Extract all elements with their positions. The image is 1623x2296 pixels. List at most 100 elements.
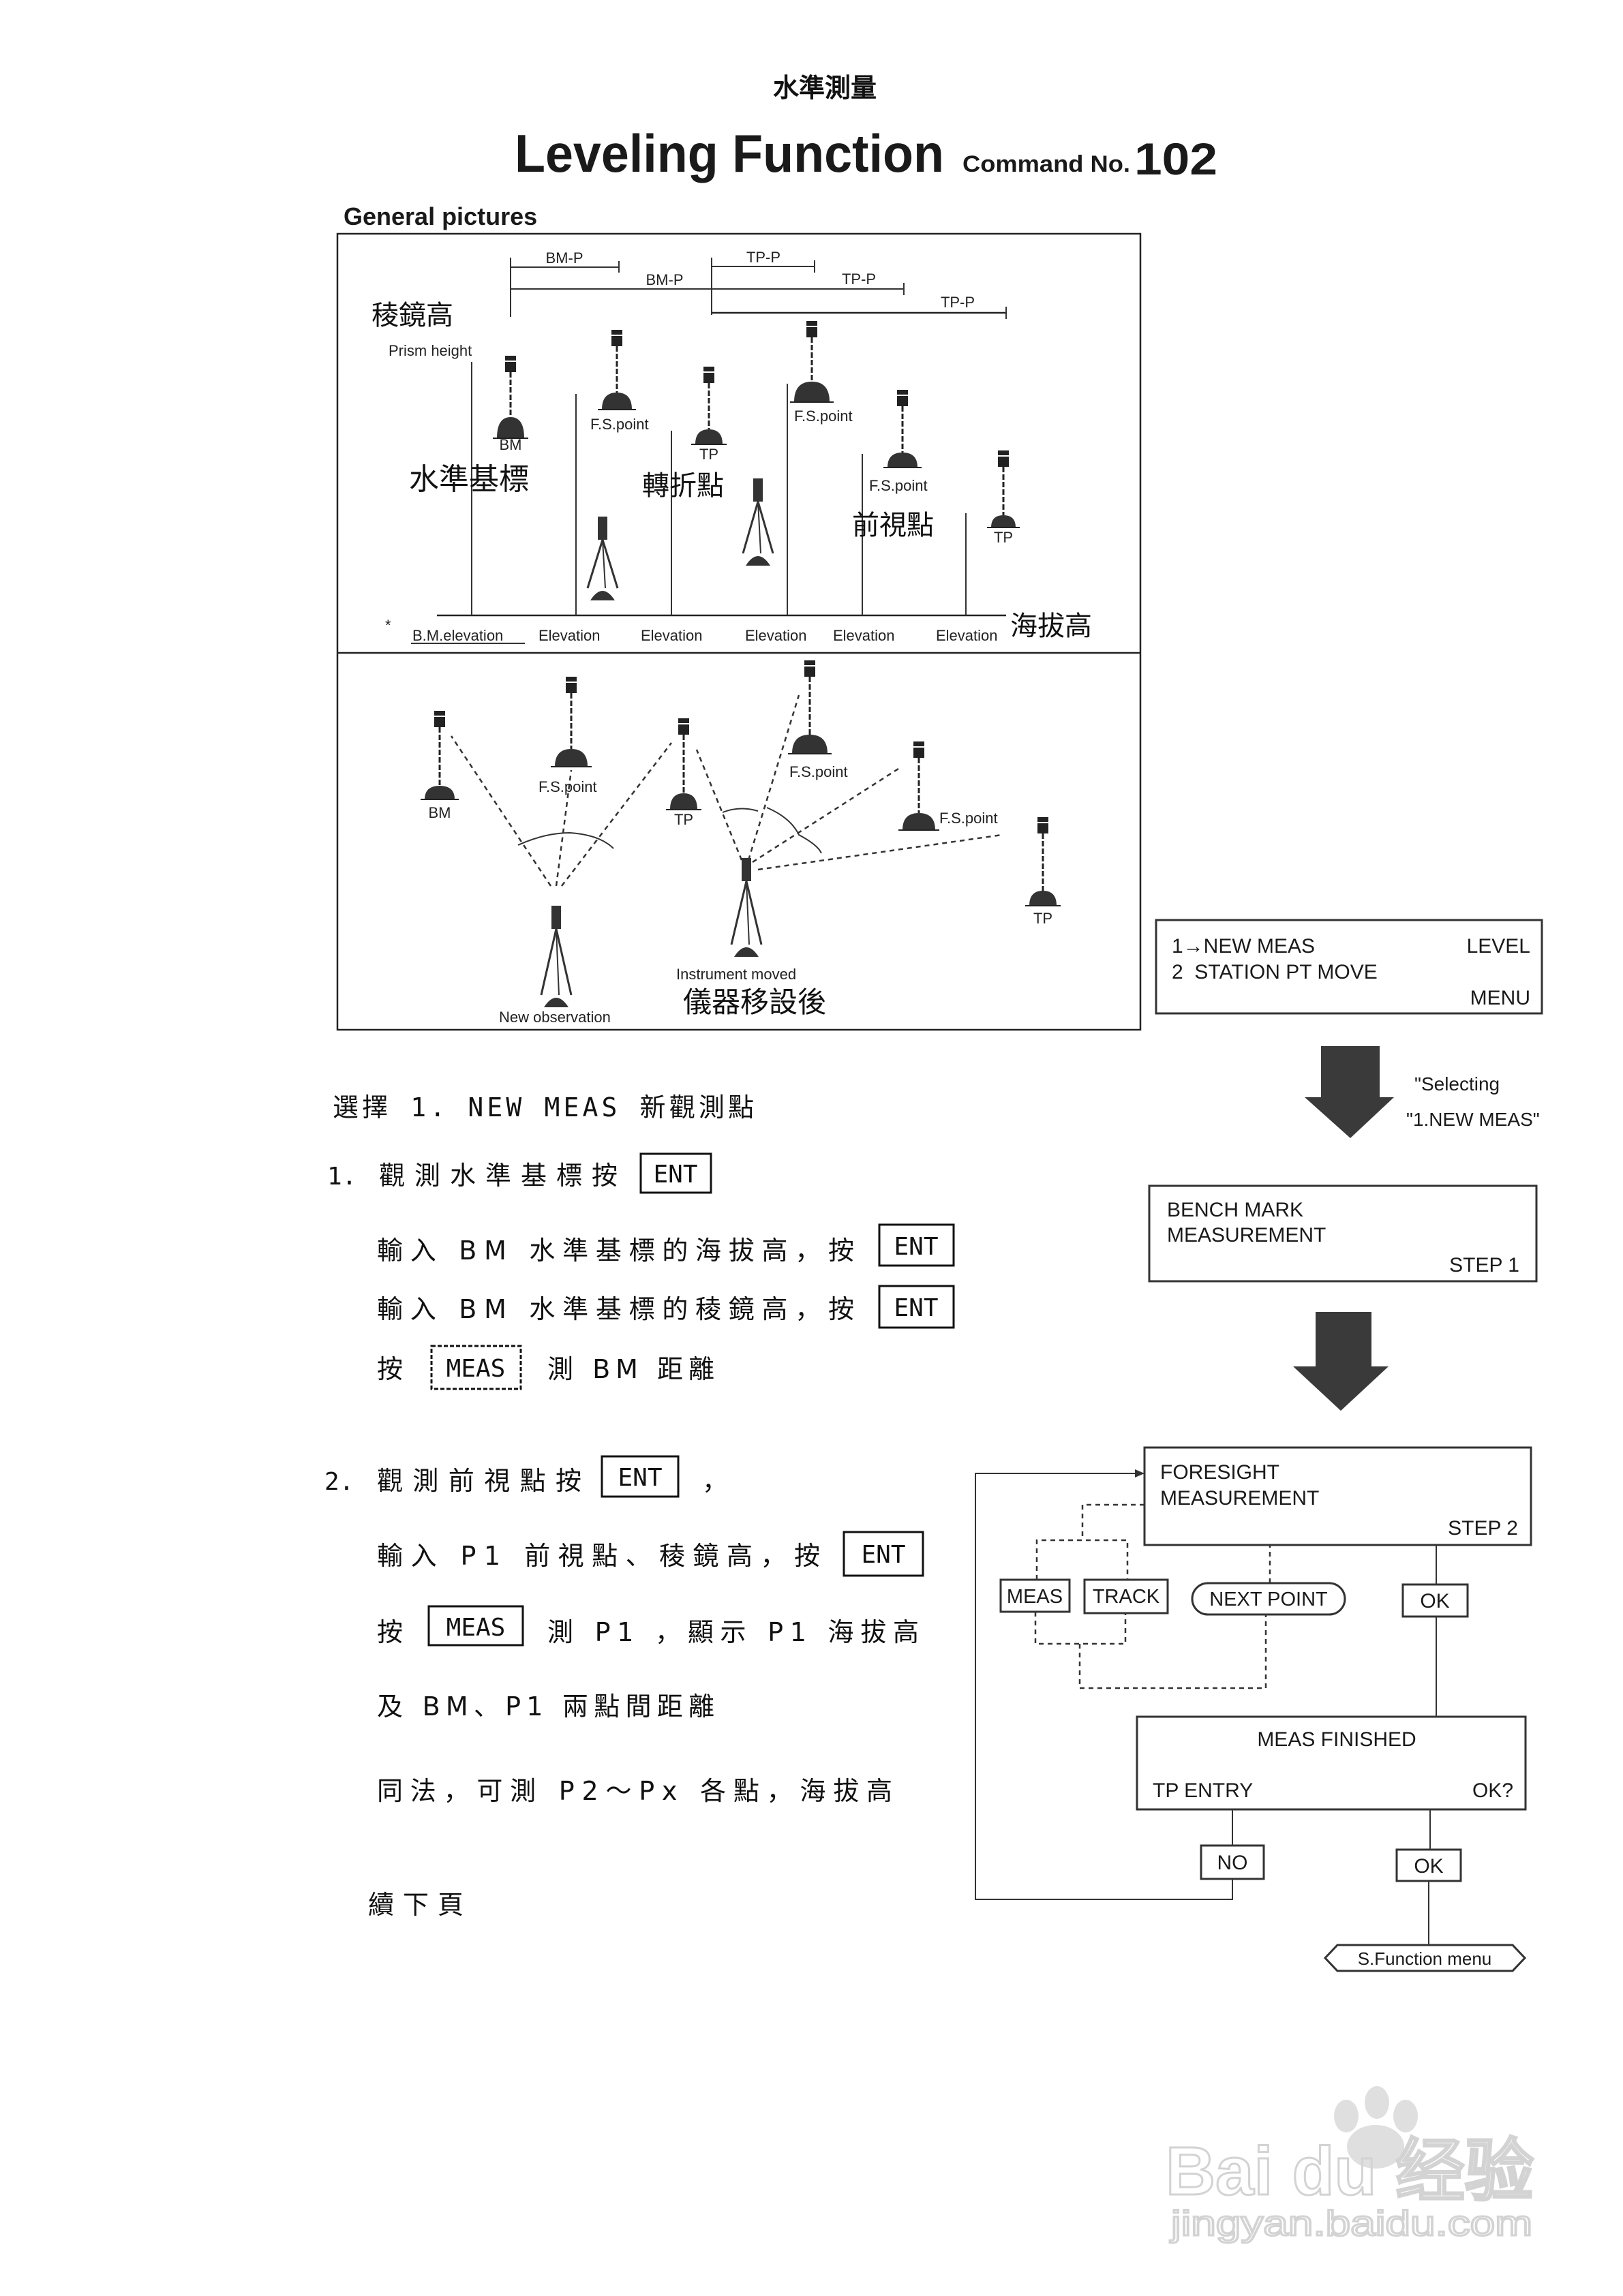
- prism-target: [505, 356, 516, 372]
- prism-target: [998, 450, 1009, 467]
- step2-line-2: MEASUREMENT: [1160, 1487, 1319, 1510]
- track-key[interactable]: TRACK: [1083, 1578, 1169, 1614]
- prism-pole-icon: [987, 450, 1020, 528]
- title-chinese: 水準測量: [773, 73, 877, 103]
- tripod-base: [590, 591, 615, 600]
- ok-key-label: OK: [1420, 1590, 1449, 1612]
- tripod-instrument-icon: [586, 517, 619, 600]
- step2-number: 2.: [324, 1468, 354, 1496]
- prism-pole-icon: [898, 741, 939, 831]
- point-label: F.S.point: [789, 763, 848, 780]
- bottom-label: Elevation: [745, 627, 807, 644]
- next-point-key-label: NEXT POINT: [1209, 1589, 1328, 1610]
- menu-title: LEVEL: [1467, 935, 1530, 958]
- menu-line-1: 1→NEW MEAS: [1172, 935, 1315, 958]
- tripod-instrument-icon: [742, 478, 774, 566]
- foresight-point-label-zh: 前視點: [852, 510, 934, 541]
- step1-line: 輸入 BM 水準基標的稜鏡高，按: [377, 1294, 854, 1324]
- prism-base-dome: [497, 417, 524, 438]
- sight-line: [752, 767, 899, 863]
- prism-base-dome: [425, 786, 455, 799]
- down-arrow-icon: [1293, 1312, 1389, 1411]
- tripod-instrument-icon: [730, 858, 763, 957]
- prism-pole-icon: [493, 356, 528, 439]
- instrument-moved-label: Instrument moved: [676, 966, 796, 983]
- step1-line: 輸入 BM 水準基標的海拔高，按: [377, 1236, 854, 1266]
- ok-key[interactable]: OK: [1401, 1583, 1469, 1618]
- angle-arc: [722, 808, 759, 813]
- command-label: Command No.: [962, 151, 1130, 177]
- bottom-label: Elevation: [936, 627, 998, 644]
- point-label: F.S.point: [590, 416, 649, 433]
- finished-ok-key-label: OK: [1414, 1855, 1443, 1878]
- selecting-note: "1.NEW MEAS": [1406, 1109, 1540, 1130]
- prism-base-dome: [1029, 891, 1057, 906]
- prism-target: [913, 741, 924, 758]
- prism-target: [678, 718, 689, 735]
- step1-step: STEP 1: [1449, 1254, 1519, 1276]
- s-function-menu-terminal[interactable]: S.Function menu: [1323, 1944, 1527, 1972]
- meas-key[interactable]: MEAS: [999, 1578, 1071, 1613]
- angle-arc: [517, 831, 614, 849]
- sight-line: [747, 694, 800, 861]
- prism-target: [703, 367, 714, 383]
- flow-arrowhead: [1135, 1469, 1144, 1478]
- instrument-body: [598, 517, 607, 540]
- flow-line: [1232, 1809, 1431, 1945]
- step2-screen: [1143, 1446, 1532, 1546]
- step1-number: 1.: [327, 1163, 357, 1191]
- prism-target: [611, 330, 622, 346]
- ent-key-label: ENT: [894, 1294, 938, 1322]
- instrument-body: [753, 478, 763, 502]
- sight-line: [695, 749, 743, 861]
- prism-pole-icon: [598, 330, 636, 410]
- turning-point-label-zh: 轉折點: [642, 470, 724, 502]
- bottom-label: Elevation: [641, 627, 703, 644]
- prism-pole-icon: [790, 321, 834, 403]
- prism-base-dome: [555, 749, 588, 767]
- prism-height-label: Prism height: [389, 342, 472, 359]
- point-label: F.S.point: [939, 810, 998, 827]
- span-label: TP-P: [746, 249, 780, 266]
- figure-caption: General pictures: [344, 202, 537, 230]
- ent-key-label: ENT: [653, 1161, 697, 1189]
- next-point-key[interactable]: NEXT POINT: [1191, 1582, 1346, 1616]
- tripod-leg: [745, 881, 763, 945]
- step2-line: 同法，可測 P2～Px 各點，海拔高: [377, 1776, 892, 1806]
- prism-pole-icon: [883, 390, 922, 468]
- step2-text: 觀測前視點按: [377, 1466, 581, 1496]
- point-label: BM: [429, 804, 451, 821]
- finished-right: OK?: [1472, 1779, 1513, 1802]
- prism-base-dome: [991, 515, 1016, 527]
- tripod-leg: [556, 928, 560, 996]
- menu-line-2: 2 STATION PT MOVE: [1172, 961, 1378, 983]
- prism-base-dome: [670, 793, 697, 810]
- sight-line: [555, 769, 573, 887]
- tripod-leg: [602, 539, 606, 589]
- prism-base-dome: [695, 429, 723, 444]
- benchmark-label-zh: 水準基標: [409, 462, 529, 497]
- angle-arc: [766, 807, 822, 854]
- step2-line-1: FORESIGHT: [1160, 1461, 1279, 1484]
- step1-text: 觀測水準基標按: [379, 1161, 618, 1191]
- prism-pole-icon: [788, 660, 832, 754]
- tripod-leg: [757, 501, 761, 554]
- bottom-label: Elevation: [833, 627, 895, 644]
- step2-step: STEP 2: [1448, 1517, 1518, 1540]
- point-label: TP: [994, 529, 1013, 546]
- ent-key: [843, 1531, 924, 1577]
- step2-line: 按: [377, 1617, 403, 1647]
- prism-height-label-zh: 稜鏡高: [371, 300, 453, 331]
- tripod-leg: [742, 501, 759, 554]
- prism-pole-icon: [666, 718, 701, 810]
- meas-key-label: MEAS: [446, 1355, 506, 1383]
- prism-pole-icon: [691, 367, 727, 445]
- meas-key: [430, 1345, 522, 1390]
- step1-line-post: 測 BM 距離: [547, 1354, 714, 1384]
- command-number: 102: [1134, 134, 1217, 184]
- bottom-label: B.M.elevation: [412, 627, 503, 644]
- tripod-leg: [746, 881, 750, 945]
- instrument-body: [551, 906, 561, 929]
- no-key[interactable]: NO: [1200, 1844, 1265, 1880]
- finished-ok-key[interactable]: OK: [1395, 1848, 1462, 1882]
